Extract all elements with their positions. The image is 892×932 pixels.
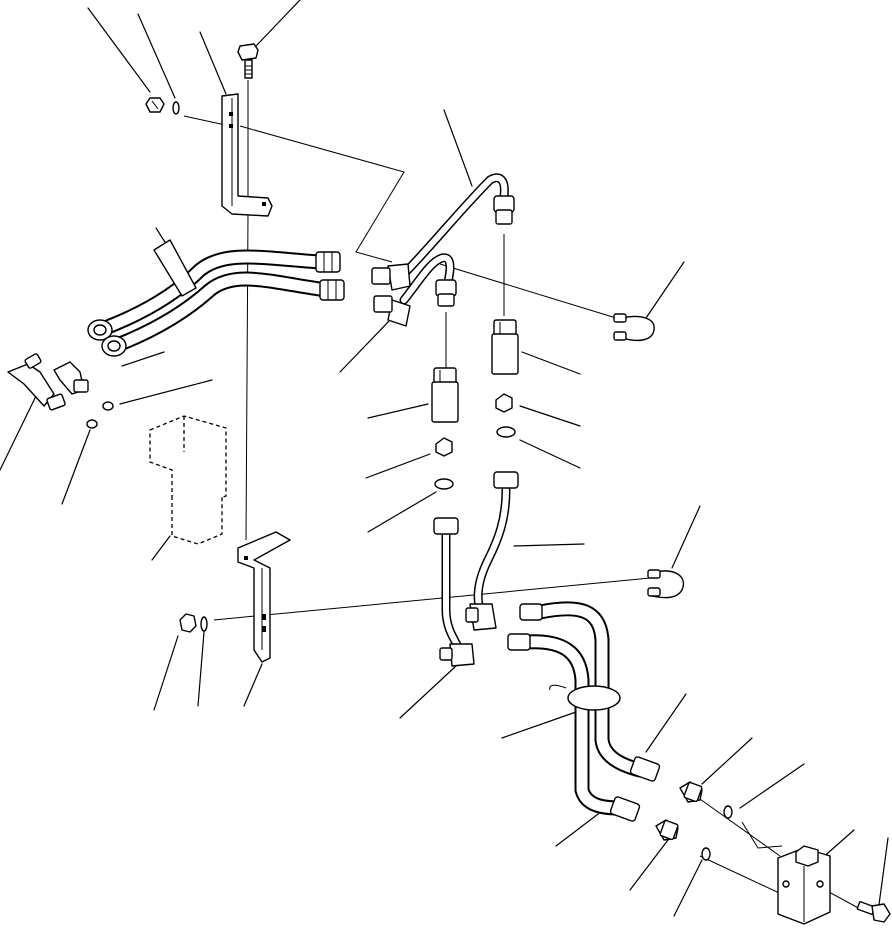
adapter-right xyxy=(491,319,519,375)
lower-hose-pair xyxy=(507,601,661,822)
nut-icon xyxy=(145,97,165,113)
assembly-lines xyxy=(183,80,863,911)
o-ring-left xyxy=(86,401,114,429)
upper-steel-tube xyxy=(393,173,515,307)
valve-reference-dashed xyxy=(149,415,227,545)
washer-icon xyxy=(172,101,180,115)
upper-hose-pair xyxy=(87,239,345,357)
lower-bracket xyxy=(237,531,291,663)
nut-center-icon xyxy=(435,393,513,457)
connector-fitting xyxy=(655,781,703,841)
bolt-lower-icon xyxy=(856,901,891,923)
o-ring-center xyxy=(434,426,516,490)
lower-steel-tubes xyxy=(433,471,519,667)
elbow-fitting-left xyxy=(7,353,89,411)
nut-lower-icon xyxy=(179,613,197,633)
adapter-left xyxy=(431,367,459,423)
upper-bracket xyxy=(221,93,273,217)
manifold-block xyxy=(777,845,831,925)
washer-lower-icon xyxy=(200,616,208,632)
bolt-icon xyxy=(237,43,259,79)
u-clamp-lower-icon xyxy=(647,569,685,599)
elbow-fitting-upper xyxy=(371,263,411,327)
o-ring-lower xyxy=(701,805,733,861)
u-clamp-upper-icon xyxy=(613,313,655,342)
